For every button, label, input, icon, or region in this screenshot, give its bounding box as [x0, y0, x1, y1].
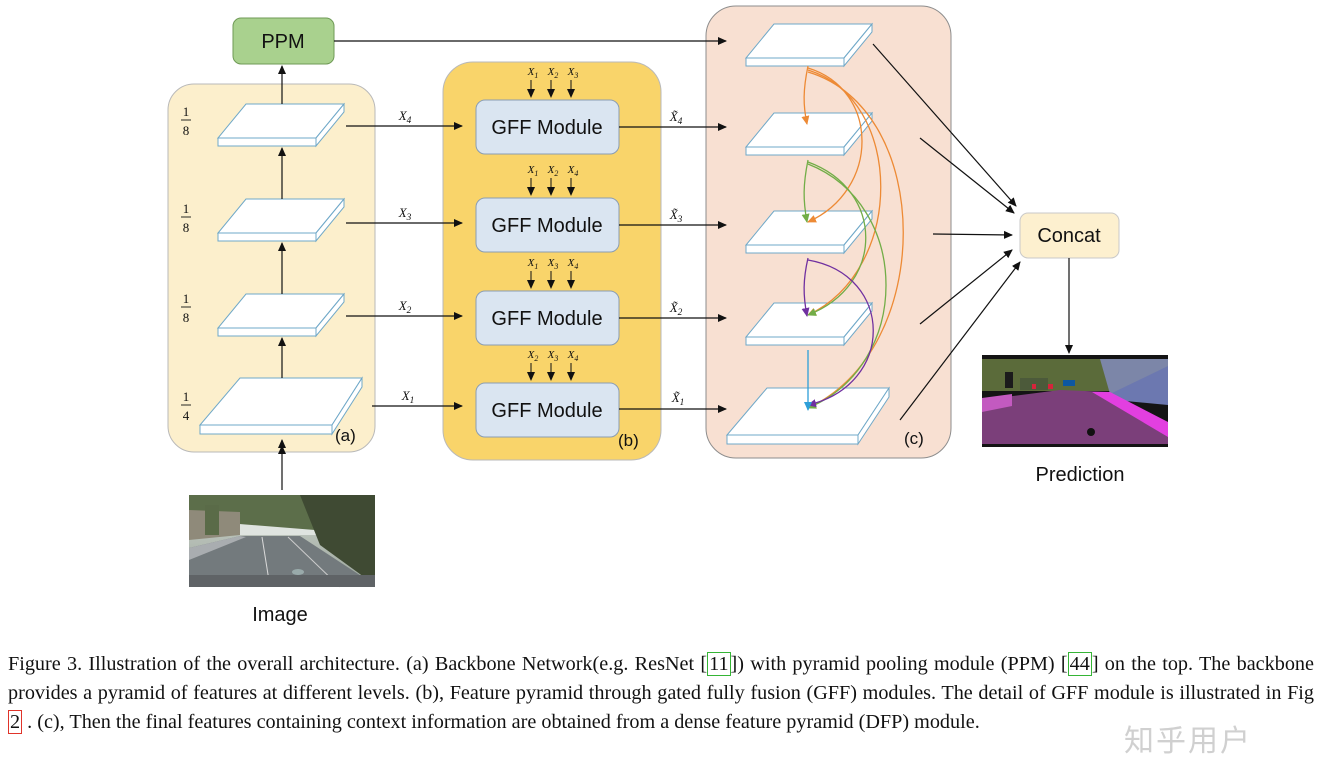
gff-input-label: X4 [567, 164, 579, 178]
watermark: 知乎用户 [1124, 724, 1252, 759]
panel-a-label: (a) [335, 426, 356, 445]
svg-text:1: 1 [183, 201, 190, 216]
scale-label-3: 1 8 [181, 291, 191, 325]
backbone-slab-1 [216, 102, 346, 148]
panel-b-gff [442, 61, 662, 461]
fused-output-x1: X̃1 [671, 390, 685, 408]
gff-module-4: GFF Module [475, 382, 620, 438]
backbone-output-x3: X3 [398, 205, 412, 223]
gff-input-label: X4 [567, 349, 579, 363]
svg-text:4: 4 [183, 408, 190, 423]
caption-part-1: Illustration of the overall architecture… [82, 653, 708, 675]
gff-module-3: GFF Module [475, 290, 620, 346]
caption-part-3: ] on the top. The backbone provides a py… [8, 653, 1314, 704]
backbone-slab-3 [216, 292, 346, 338]
arc-orange-1 [801, 65, 810, 125]
backbone-slab-2 [216, 197, 346, 243]
dfp-slab-2 [744, 111, 874, 157]
backbone-to-gff-arrows [346, 122, 463, 410]
dfp-to-concat-arrows [872, 43, 1021, 421]
svg-text:8: 8 [183, 220, 190, 235]
gff-to-dfp-arrows [619, 123, 727, 413]
caption-figure-label: Figure 3. [8, 653, 83, 675]
caption-text: Figure 3. Illustration of the overall ar… [8, 650, 1314, 737]
arc-green-1 [801, 159, 810, 223]
svg-text:1: 1 [183, 104, 190, 119]
caption-part-2: ]) with pyramid pooling module (PPM) [ [730, 653, 1068, 675]
svg-text:8: 8 [183, 310, 190, 325]
backbone-output-x2: X2 [398, 298, 412, 316]
svg-text:8: 8 [183, 123, 190, 138]
svg-text:1: 1 [183, 291, 190, 306]
gff-input-label: X2 [547, 164, 559, 178]
backbone-output-x4: X4 [398, 108, 412, 126]
gff-module-label: GFF Module [491, 215, 602, 237]
scale-label-2: 1 8 [181, 201, 191, 235]
dfp-slab-4 [744, 301, 874, 347]
scale-label-1: 1 8 [181, 104, 191, 138]
citation-link-44[interactable]: 44 [1067, 652, 1092, 676]
arc-green-2 [807, 161, 867, 316]
citation-link-11[interactable]: 11 [707, 652, 731, 676]
figure-caption: Figure 3. Illustration of the overall ar… [8, 650, 1314, 737]
concat-label: Concat [1037, 225, 1101, 247]
gff-input-label: X1 [527, 66, 539, 80]
fused-output-x4: X̃4 [669, 109, 683, 127]
image-label: Image [252, 604, 308, 626]
panel-a-backbone [167, 83, 376, 453]
arc-purple-1 [801, 257, 810, 317]
gff-input-label: X2 [547, 66, 559, 80]
gff-input-label: X1 [527, 257, 539, 271]
gff-input-label: X3 [547, 349, 559, 363]
backbone-slab-4 [198, 376, 363, 436]
gff-input-label: X3 [547, 257, 559, 271]
input-image [189, 495, 375, 588]
arc-green-3 [807, 163, 887, 409]
svg-text:1: 1 [183, 389, 190, 404]
fused-output-x3: X̃3 [669, 207, 683, 225]
figure-link-2[interactable]: 2 [8, 710, 23, 734]
scale-label-4: 1 4 [181, 389, 191, 423]
gff-module-label: GFF Module [491, 117, 602, 139]
panel-b-label: (b) [618, 431, 639, 450]
prediction-label: Prediction [1036, 464, 1125, 486]
gff-input-label: X1 [527, 164, 539, 178]
gff-input-label: X4 [567, 257, 579, 271]
dfp-slab-3 [744, 209, 874, 255]
gff-input-label: X2 [527, 349, 539, 363]
gff-module-label: GFF Module [491, 400, 602, 422]
gff-module-2: GFF Module [475, 197, 620, 253]
gff-input-label: X3 [567, 66, 579, 80]
backbone-output-x1: X1 [401, 388, 415, 406]
arc-orange-4 [807, 71, 904, 409]
dfp-slab-bottom [725, 386, 890, 446]
gff-module-1: GFF Module [475, 99, 620, 155]
prediction-image [982, 355, 1168, 447]
gff-module-label: GFF Module [491, 308, 602, 330]
dense-arcs [801, 65, 904, 411]
arc-orange-2 [807, 67, 863, 223]
ppm-label: PPM [261, 31, 304, 53]
arc-purple-2 [807, 259, 874, 408]
dfp-slab-top [744, 22, 874, 68]
architecture-figure: PPM Concat 1 8 1 8 1 8 1 4 [167, 5, 1168, 626]
panel-c-label: (c) [904, 429, 924, 448]
caption-part-4: . (c), Then the final features containin… [22, 711, 980, 733]
fused-output-x2: X̃2 [669, 300, 683, 318]
